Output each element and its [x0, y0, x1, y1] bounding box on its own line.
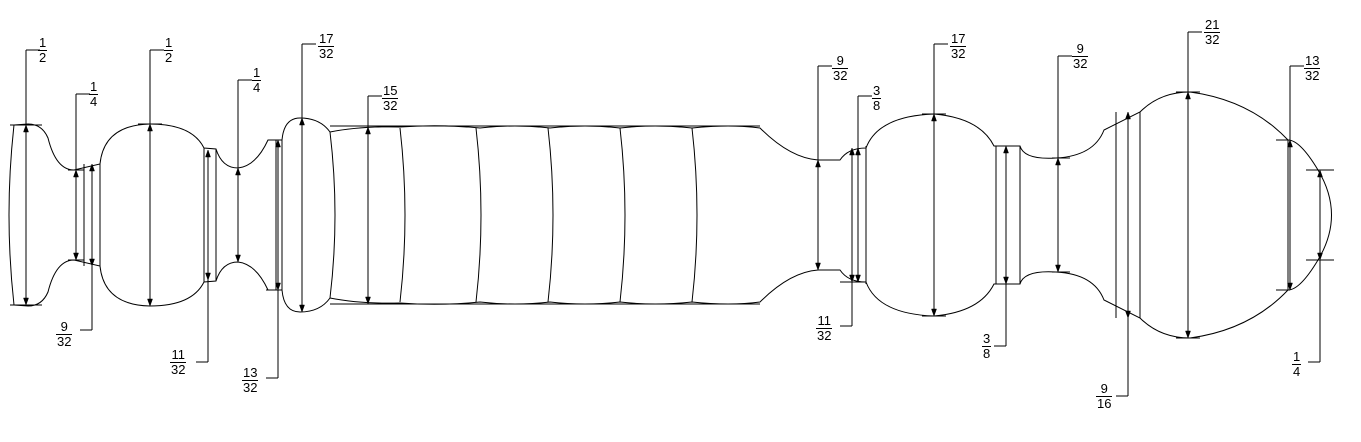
arrowhead: [365, 126, 371, 135]
bead-divider: [475, 127, 482, 303]
spindle-bottom-profile: [13, 259, 1319, 339]
arrowhead: [931, 113, 937, 122]
end-cap-right: [1317, 169, 1332, 261]
arrowhead: [23, 124, 29, 133]
spindle-top-profile: [13, 91, 1319, 171]
arrowhead: [147, 123, 153, 132]
arrowhead: [23, 297, 29, 306]
arrowhead: [205, 149, 211, 158]
arrowhead: [1125, 310, 1131, 319]
arrowhead: [855, 274, 861, 283]
arrowhead: [365, 296, 371, 305]
arrowhead: [1185, 91, 1191, 100]
arrowhead: [1287, 282, 1293, 291]
arrowhead: [1003, 276, 1009, 285]
dimension-lines: [10, 31, 1334, 397]
arrowhead: [1055, 157, 1061, 166]
end-cap-left: [8, 124, 15, 306]
bead-divider: [691, 127, 698, 303]
arrowhead: [855, 147, 861, 156]
arrowhead: [849, 147, 855, 156]
arrowhead: [1125, 111, 1131, 120]
bead-divider: [329, 131, 336, 299]
arrowhead: [815, 262, 821, 271]
arrowhead: [1317, 169, 1323, 178]
arrowhead: [89, 258, 95, 267]
arrowheads: [23, 91, 1323, 339]
arrowhead: [275, 282, 281, 291]
arrowhead: [147, 298, 153, 307]
spindle-outline: [8, 91, 1332, 339]
arrowhead: [1317, 252, 1323, 261]
arrowhead: [1185, 330, 1191, 339]
arrowhead: [849, 274, 855, 283]
arrowhead: [815, 159, 821, 168]
arrowhead: [299, 117, 305, 126]
bead-divider: [547, 127, 554, 303]
arrowhead: [89, 163, 95, 172]
arrowhead: [73, 252, 79, 261]
arrowhead: [1055, 264, 1061, 273]
arrowhead: [235, 254, 241, 263]
arrowhead: [1003, 145, 1009, 154]
arrowhead: [205, 272, 211, 281]
arrowhead: [931, 308, 937, 317]
arrowhead: [299, 304, 305, 313]
arrowhead: [1287, 139, 1293, 148]
bead-divider: [619, 127, 626, 303]
bead-divider: [399, 127, 406, 303]
arrowhead: [235, 167, 241, 176]
arrowhead: [275, 139, 281, 148]
arrowhead: [73, 169, 79, 178]
